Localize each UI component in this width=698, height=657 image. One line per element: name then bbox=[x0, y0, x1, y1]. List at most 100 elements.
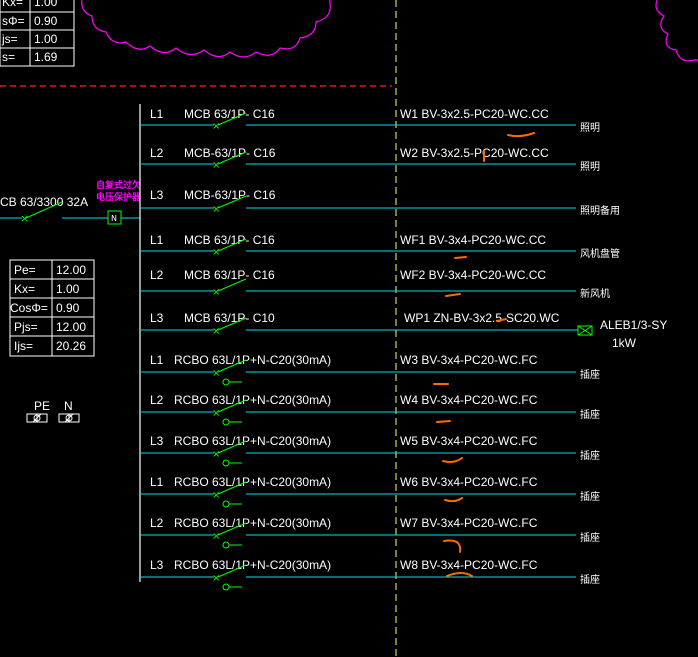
usage-label: 照明 bbox=[580, 122, 600, 134]
phase-label: L2 bbox=[150, 516, 164, 530]
param-value: 12.00 bbox=[56, 320, 86, 334]
param-value: 12.00 bbox=[56, 263, 86, 277]
circuit-row: L3 MCB-63/1P- C16 × 照明备用 bbox=[140, 188, 620, 217]
cable-label: W3 BV-3x4-PC20-WC.FC bbox=[400, 353, 538, 367]
revision-cloud-left bbox=[81, 0, 331, 58]
breaker-label: RCBO 63L/1P+N-C20(30mA) bbox=[174, 353, 331, 367]
cable-label: W6 BV-3x4-PC20-WC.FC bbox=[400, 475, 538, 489]
breaker-switch-icon bbox=[217, 481, 247, 495]
cable-label: W8 BV-3x4-PC20-WC.FC bbox=[400, 558, 538, 572]
breaker-label: MCB-63/1P- C16 bbox=[184, 146, 276, 160]
markup-scribbles bbox=[433, 132, 535, 577]
breaker-contact-icon: × bbox=[212, 573, 220, 584]
breaker-contact-icon: × bbox=[212, 449, 220, 460]
phase-label: L3 bbox=[150, 558, 164, 572]
rcd-icon bbox=[222, 378, 230, 386]
breaker-label: RCBO 63L/1P+N-C20(30mA) bbox=[174, 558, 331, 572]
n-terminal-icon bbox=[58, 413, 80, 423]
equipment-power: 1kW bbox=[612, 336, 637, 350]
breaker-switch-icon bbox=[217, 564, 247, 578]
param-value: 20.26 bbox=[56, 339, 86, 353]
top-table-label: sΦ= bbox=[2, 14, 25, 28]
breaker-switch-icon bbox=[217, 399, 247, 413]
breaker-switch-icon bbox=[217, 522, 247, 536]
usage-label: 插座 bbox=[580, 531, 600, 544]
breaker-label: RCBO 63L/1P+N-C20(30mA) bbox=[174, 516, 331, 530]
breaker-contact-icon: × bbox=[212, 408, 220, 419]
breaker-switch-icon bbox=[217, 317, 247, 331]
breaker-contact-icon: × bbox=[212, 531, 220, 542]
phase-label: L3 bbox=[150, 188, 164, 202]
breaker-contact-icon: × bbox=[212, 121, 220, 132]
top-table-value: 1.00 bbox=[34, 0, 58, 9]
top-table-value: 1.69 bbox=[34, 50, 58, 64]
cable-label: W7 BV-3x4-PC20-WC.FC bbox=[400, 516, 538, 530]
pe-n-terminals: PE N bbox=[26, 399, 80, 423]
usage-label: 插座 bbox=[580, 573, 600, 586]
usage-label: 插座 bbox=[580, 408, 600, 421]
circuit-row: L1 RCBO 63L/1P+N-C20(30mA)× W3 BV-3x4-PC20… bbox=[140, 353, 600, 386]
svg-text:×: × bbox=[20, 212, 29, 225]
breaker-switch-icon bbox=[217, 151, 247, 165]
param-label: Pjs= bbox=[14, 320, 38, 334]
breaker-switch-icon bbox=[217, 112, 247, 126]
breaker-contact-icon: × bbox=[212, 287, 220, 298]
breaker-label: MCB 63/1P- C16 bbox=[184, 233, 275, 247]
equipment-block: ALEB1/3-SY 1kW bbox=[577, 318, 667, 350]
cable-label: W2 BV-3x2.5-PC20-WC.CC bbox=[400, 146, 549, 160]
cable-label: W5 BV-3x4-PC20-WC.FC bbox=[400, 434, 538, 448]
breaker-switch-icon bbox=[217, 238, 247, 252]
phase-label: L1 bbox=[150, 353, 164, 367]
breaker-label: RCBO 63L/1P+N-C20(30mA) bbox=[174, 475, 331, 489]
cable-label: WP1 ZN-BV-3x2.5-SC20.WC bbox=[404, 311, 560, 325]
breaker-switch-icon bbox=[217, 440, 247, 454]
rcd-icon bbox=[222, 500, 230, 508]
usage-label: 插座 bbox=[580, 368, 600, 381]
breaker-switch-icon bbox=[217, 195, 247, 209]
rcd-icon bbox=[222, 583, 230, 591]
usage-label: 新风机 bbox=[580, 287, 610, 300]
param-label: Ijs= bbox=[14, 339, 33, 353]
phase-label: L1 bbox=[150, 107, 164, 121]
breaker-label: MCB 63/1P- C10 bbox=[184, 311, 275, 325]
phase-label: L2 bbox=[150, 146, 164, 160]
protector-symbol: N bbox=[111, 214, 117, 223]
usage-label: 风机盘管 bbox=[580, 247, 620, 260]
breaker-contact-icon: × bbox=[212, 247, 220, 258]
rcd-icon bbox=[222, 418, 230, 426]
phase-label: L1 bbox=[150, 233, 164, 247]
pe-terminal-icon bbox=[26, 413, 48, 423]
circuit-row: L2 RCBO 63L/1P+N-C20(30mA)× W7 BV-3x4-PC20… bbox=[140, 516, 600, 549]
breaker-contact-icon: × bbox=[212, 204, 220, 215]
top-param-table: Kx= 1.00 sΦ= 0.90 js= 1.00 s= 1.69 bbox=[0, 0, 75, 67]
top-table-value: 1.00 bbox=[34, 32, 58, 46]
breaker-label: MCB-63/1P- C16 bbox=[184, 188, 276, 202]
phase-label: L3 bbox=[150, 311, 164, 325]
pe-label: PE bbox=[34, 399, 50, 413]
phase-label: L2 bbox=[150, 393, 164, 407]
usage-label: 照明备用 bbox=[580, 204, 620, 217]
incoming-feeder: CB 63/3300 32A × 自复式过欠 电压保护器 N bbox=[0, 179, 142, 225]
circuit-row: L2 RCBO 63L/1P+N-C20(30mA)× W4 BV-3x4-PC20… bbox=[140, 393, 600, 426]
equipment-box-icon bbox=[577, 325, 593, 336]
param-value: 1.00 bbox=[56, 282, 80, 296]
param-label: Kx= bbox=[14, 282, 35, 296]
rcd-icon bbox=[222, 459, 230, 467]
top-table-label: js= bbox=[1, 32, 18, 46]
top-table-label: s= bbox=[2, 50, 15, 64]
usage-label: 照明 bbox=[580, 161, 600, 173]
top-table-label: Kx= bbox=[2, 0, 23, 9]
cable-label: W4 BV-3x4-PC20-WC.FC bbox=[400, 393, 538, 407]
breaker-label: RCBO 63L/1P+N-C20(30mA) bbox=[174, 393, 331, 407]
phase-label: L3 bbox=[150, 434, 164, 448]
phase-label: L2 bbox=[150, 268, 164, 282]
breaker-contact-icon: × bbox=[212, 368, 220, 379]
usage-label: 插座 bbox=[580, 490, 600, 503]
